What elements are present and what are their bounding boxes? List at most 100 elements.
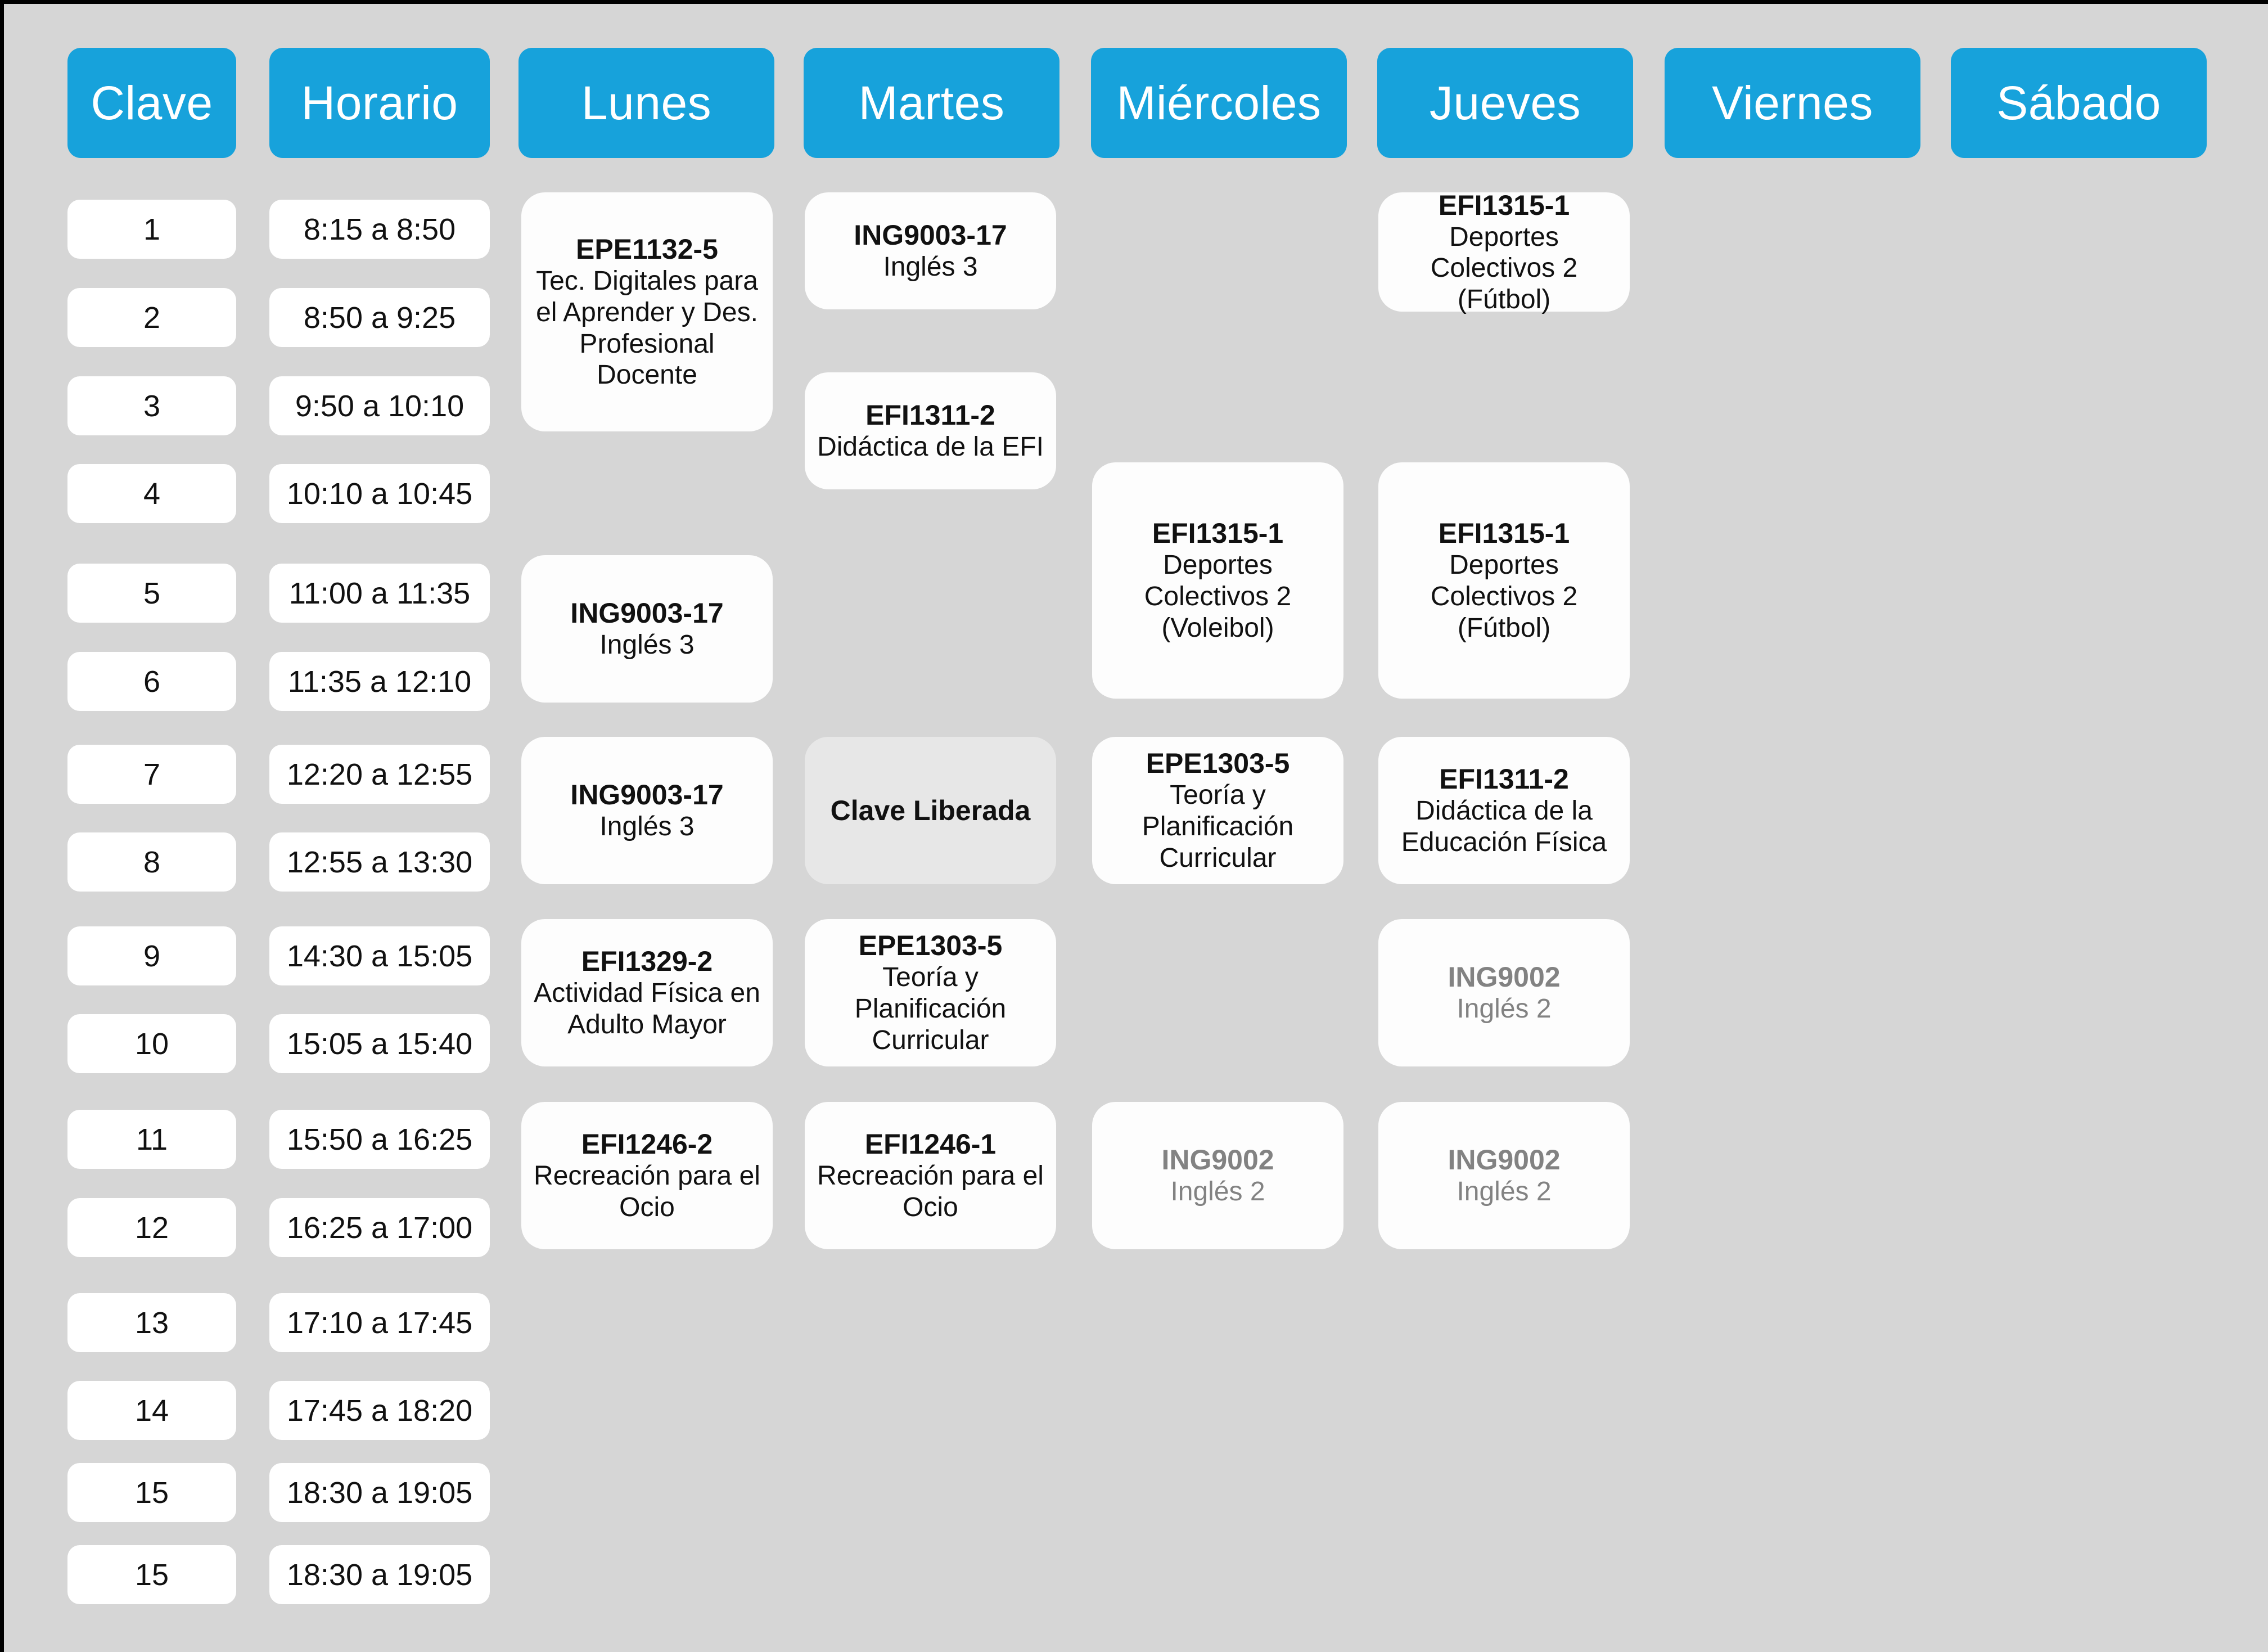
- class-card-name: Deportes Colectivos 2 (Fútbol): [1430, 550, 1578, 643]
- class-card-name: Actividad Física en Adulto Mayor: [534, 978, 760, 1039]
- clave-cell: 7: [67, 745, 236, 804]
- class-card-code: EFI1311-2: [1439, 763, 1569, 795]
- clave-cell: 11: [67, 1110, 236, 1169]
- horario-value: 17:10 a 17:45: [286, 1306, 473, 1340]
- column-header-martes[interactable]: Martes: [804, 48, 1059, 158]
- clave-cell: 10: [67, 1014, 236, 1073]
- horario-cell: 18:30 a 19:05: [269, 1545, 490, 1604]
- horario-value: 8:50 a 9:25: [303, 300, 456, 335]
- horario-value: 16:25 a 17:00: [286, 1210, 473, 1245]
- clave-value: 5: [143, 576, 161, 610]
- class-card-code: ING9003-17: [570, 597, 724, 629]
- horario-value: 18:30 a 19:05: [286, 1558, 473, 1592]
- class-card-code: Clave Liberada: [830, 795, 1031, 826]
- schedule-page: Clave Horario Lunes Martes Miércoles Jueves Vi…: [4, 4, 2268, 1652]
- column-header-horario[interactable]: Horario: [269, 48, 490, 158]
- column-header-jueves[interactable]: Jueves: [1377, 48, 1633, 158]
- horario-cell: 18:30 a 19:05: [269, 1463, 490, 1522]
- column-header-lunes[interactable]: Lunes: [518, 48, 774, 158]
- clave-cell: 2: [67, 288, 236, 347]
- column-header-sabado[interactable]: Sábado: [1951, 48, 2207, 158]
- class-card[interactable]: Clave Liberada: [805, 737, 1056, 884]
- horario-cell: 12:20 a 12:55: [269, 745, 490, 804]
- horario-cell: 11:00 a 11:35: [269, 564, 490, 623]
- class-card-name: Teoría y Planificación Curricular: [1142, 780, 1294, 873]
- horario-cell: 15:05 a 15:40: [269, 1014, 490, 1073]
- clave-cell: 3: [67, 376, 236, 435]
- class-card-code: EPE1132-5: [576, 233, 718, 265]
- clave-value: 15: [134, 1558, 169, 1592]
- clave-cell: 6: [67, 652, 236, 711]
- class-card-code: EFI1329-2: [581, 946, 713, 978]
- clave-value: 11: [136, 1122, 168, 1156]
- clave-value: 14: [134, 1393, 169, 1428]
- class-card-name: Didáctica de la Educación Física: [1401, 796, 1607, 857]
- clave-cell: 14: [67, 1381, 236, 1440]
- clave-cell: 12: [67, 1198, 236, 1257]
- horario-value: 15:50 a 16:25: [286, 1122, 473, 1156]
- horario-value: 15:05 a 15:40: [286, 1027, 473, 1061]
- horario-value: 9:50 a 10:10: [295, 389, 465, 423]
- horario-cell: 9:50 a 10:10: [269, 376, 490, 435]
- class-card-code: EPE1303-5: [858, 930, 1003, 962]
- horario-value: 12:20 a 12:55: [286, 757, 473, 791]
- column-header-miercoles[interactable]: Miércoles: [1091, 48, 1347, 158]
- class-card-name: Inglés 2: [1170, 1177, 1265, 1207]
- class-card-code: EFI1315-1: [1438, 517, 1570, 550]
- clave-cell: 15: [67, 1463, 236, 1522]
- class-card-name: Teoría y Planificación Curricular: [854, 962, 1007, 1055]
- class-card-code: EPE1303-5: [1146, 748, 1290, 780]
- clave-value: 3: [143, 389, 161, 423]
- clave-value: 9: [143, 939, 161, 973]
- horario-cell: 15:50 a 16:25: [269, 1110, 490, 1169]
- column-header-label: Viernes: [1712, 76, 1873, 129]
- horario-value: 18:30 a 19:05: [286, 1475, 473, 1510]
- clave-value: 4: [143, 476, 161, 511]
- class-card-code: ING9003-17: [570, 779, 724, 811]
- clave-cell: 13: [67, 1293, 236, 1352]
- horario-cell: 14:30 a 15:05: [269, 926, 490, 985]
- horario-value: 10:10 a 10:45: [286, 476, 473, 511]
- class-card-code: ING9002: [1161, 1144, 1274, 1176]
- column-header-label: Clave: [91, 76, 213, 129]
- class-card-name: Recreación para el Ocio: [817, 1161, 1044, 1222]
- horario-cell: 17:10 a 17:45: [269, 1293, 490, 1352]
- horario-cell: 8:50 a 9:25: [269, 288, 490, 347]
- horario-value: 11:00 a 11:35: [288, 576, 471, 610]
- class-card-name: Inglés 3: [599, 630, 695, 660]
- column-header-viernes[interactable]: Viernes: [1665, 48, 1920, 158]
- horario-value: 11:35 a 12:10: [287, 664, 472, 699]
- class-card-name: Recreación para el Ocio: [534, 1161, 760, 1222]
- column-header-clave[interactable]: Clave: [67, 48, 236, 158]
- column-header-label: Horario: [301, 76, 458, 129]
- class-card-name: Inglés 2: [1457, 994, 1552, 1024]
- clave-cell: 1: [67, 200, 236, 259]
- class-card-name: Deportes Colectivos 2 (Fútbol): [1430, 222, 1578, 314]
- clave-value: 7: [143, 757, 161, 791]
- clave-value: 10: [134, 1027, 169, 1061]
- clave-cell: 4: [67, 464, 236, 523]
- clave-value: 6: [143, 664, 161, 699]
- clave-value: 13: [134, 1306, 169, 1340]
- horario-value: 12:55 a 13:30: [286, 845, 473, 879]
- class-card-name: Inglés 3: [883, 252, 978, 282]
- class-card-code: EFI1246-2: [581, 1128, 713, 1160]
- horario-value: 14:30 a 15:05: [286, 939, 473, 973]
